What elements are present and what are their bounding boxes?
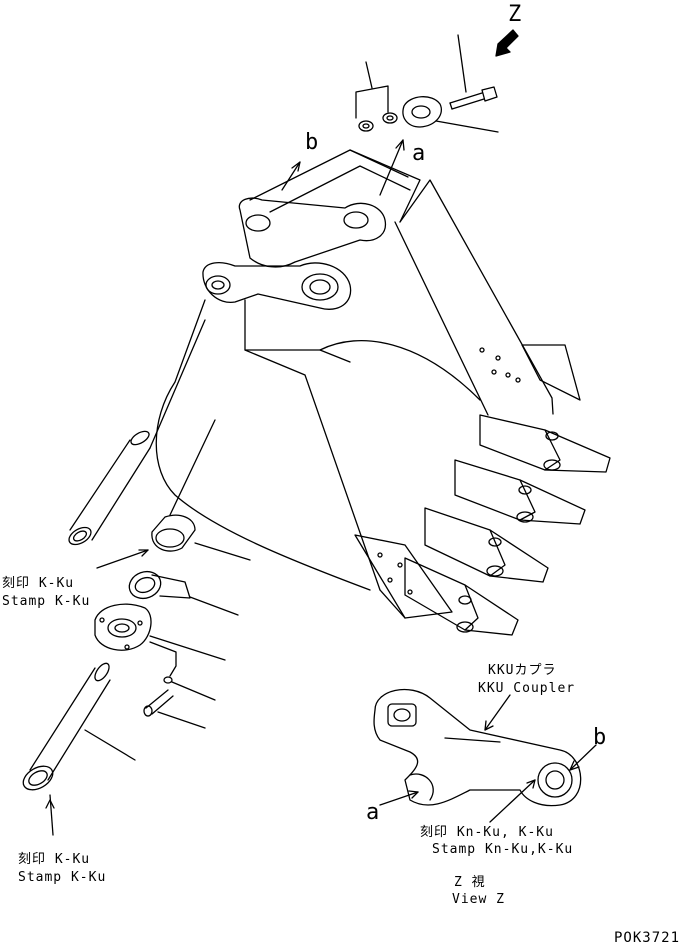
- stamp-pin-jp: 刻印 K-Ku: [18, 852, 91, 867]
- arrow-b-upper: [281, 161, 301, 191]
- stamp-coupler-jp: 刻印 Kn-Ku, K-Ku: [420, 825, 554, 840]
- stamp-coupler-en: Stamp Kn-Ku,K-Ku: [432, 842, 574, 857]
- washer-pair: [355, 61, 398, 132]
- arrow-b-label-coupler: b: [593, 725, 607, 750]
- bucket-body: [155, 149, 581, 619]
- shim-ring: [128, 570, 239, 616]
- bolt-top: [449, 34, 498, 110]
- view-letter-z: Z: [508, 2, 522, 27]
- stamp-bushing-jp: 刻印 K-Ku: [2, 576, 75, 591]
- stamp-bushing-en: Stamp K-Ku: [2, 594, 91, 609]
- arrow-a-label-top: a: [412, 141, 426, 166]
- drawing-reference: POK3721: [614, 930, 681, 946]
- kku-coupler: [373, 688, 597, 823]
- cap-plate-top: [402, 96, 499, 133]
- arrow-a-label-coupler: a: [366, 800, 380, 825]
- flange-plate: [94, 603, 226, 661]
- pin-long-upper: [68, 319, 206, 546]
- stamp-bushing-arrow: [96, 549, 149, 569]
- view-z-arrow: [495, 29, 519, 57]
- bushing: [151, 419, 251, 561]
- pin-lower: [22, 662, 136, 836]
- bucket-teeth: [404, 414, 611, 636]
- stamp-pin-en: Stamp K-Ku: [18, 870, 107, 885]
- small-bolt: [143, 641, 216, 729]
- coupler-label-en: KKU Coupler: [478, 681, 576, 696]
- coupler-label-jp: KKUカプラ: [488, 663, 557, 678]
- view-z-en: View Z: [452, 892, 505, 907]
- arrow-b-label-top: b: [305, 130, 319, 155]
- view-z-jp: Z 視: [454, 875, 486, 890]
